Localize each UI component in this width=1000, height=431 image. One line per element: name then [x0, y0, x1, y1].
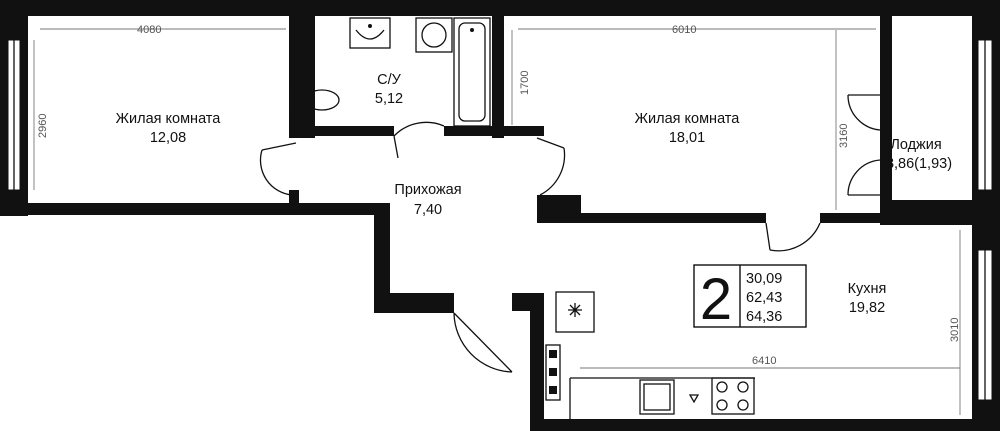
dim-kitchen-width: 6410 [752, 355, 776, 367]
room-living1: Жилая комната 12,08 [116, 111, 222, 146]
room-area: 3,86(1,93) [886, 156, 952, 172]
room-area: 19,82 [849, 300, 885, 316]
room-bathroom: С/У 5,12 [375, 72, 403, 107]
room-area: 5,12 [375, 91, 403, 107]
room-name: Прихожая [394, 182, 461, 198]
total-area: 62,43 [746, 290, 782, 306]
room-area: 18,01 [669, 130, 705, 146]
room-name: Жилая комната [116, 111, 222, 127]
room-area: 7,40 [414, 202, 442, 218]
room-name: С/У [377, 72, 402, 88]
room-count: 2 [700, 267, 732, 332]
windows [7, 39, 993, 401]
room-loggia: Лоджия 3,86(1,93) [886, 137, 952, 172]
dim-living1-height: 2960 [37, 114, 49, 138]
room-hallway: Прихожая 7,40 [394, 182, 461, 218]
room-name: Жилая комната [635, 111, 741, 127]
bathroom-fixtures [295, 17, 491, 127]
room-area: 12,08 [150, 130, 186, 146]
room-name: Кухня [848, 281, 887, 297]
dimension-lines [33, 28, 961, 415]
room-name: Лоджия [890, 137, 941, 153]
total-area-with-loggia: 64,36 [746, 309, 782, 325]
kitchen-fixtures [545, 291, 755, 419]
doors [259, 94, 881, 373]
dim-kitchen-height: 3010 [949, 318, 961, 342]
room-living2: Жилая комната 18,01 [635, 111, 741, 146]
area-summary: 2 30,09 62,43 64,36 [693, 264, 807, 332]
dim-living2-height: 3160 [838, 124, 850, 148]
dim-living2-width: 6010 [672, 24, 696, 36]
dim-living1-width: 4080 [137, 24, 161, 36]
dim-bath-height: 1700 [519, 71, 531, 95]
room-kitchen: Кухня 19,82 [848, 281, 887, 316]
living-area: 30,09 [746, 271, 782, 287]
